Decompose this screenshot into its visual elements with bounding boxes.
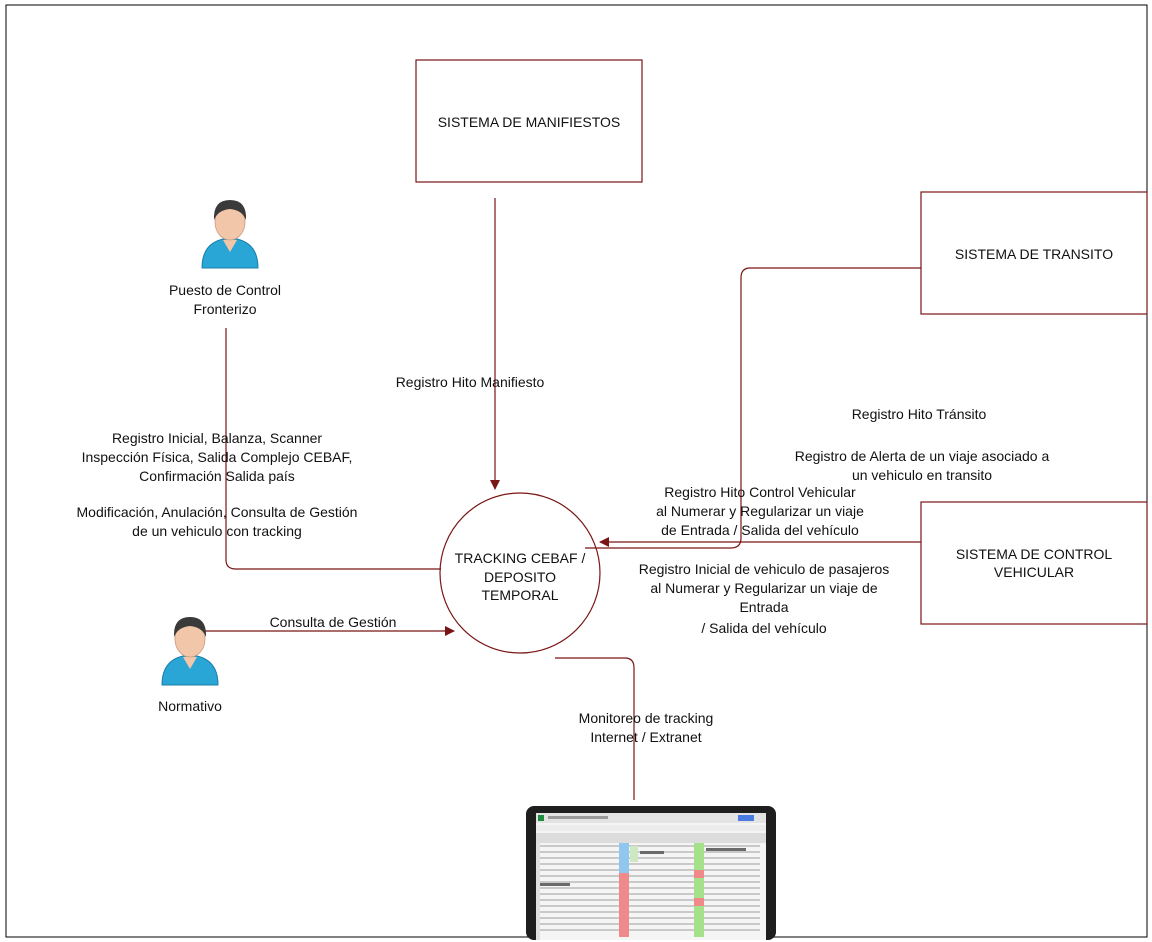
control-inicial-line-2: al Numerar y Regularizar un viaje de <box>650 580 877 596</box>
puesto-flow-line-1: Registro Inicial, Balanza, Scanner <box>112 430 322 446</box>
flow-label-control-hito: Registro Hito Control Vehicular al Numer… <box>656 484 864 538</box>
person-icon <box>161 617 219 686</box>
flow-puesto-to-tracking <box>225 328 441 570</box>
node-tracking-cebaf: TRACKING CEBAF / DEPOSITO TEMPORAL <box>439 492 601 654</box>
tracking-line-3: TEMPORAL <box>481 587 558 603</box>
normativo-label: Normativo <box>158 698 222 714</box>
tracking-line-1: TRACKING CEBAF / <box>455 550 586 566</box>
node-control-line-1: SISTEMA DE CONTROL <box>956 546 1113 562</box>
flow-transito-to-tracking <box>585 267 921 549</box>
transito-flow-line-3: un vehiculo en transito <box>852 467 992 483</box>
monitoreo-line-2: Internet / Extranet <box>590 729 701 745</box>
puesto-label-line-2: Fronterizo <box>193 301 256 317</box>
node-sistema-manifiestos: SISTEMA DE MANIFIESTOS <box>415 59 643 183</box>
node-control-line-2: VEHICULAR <box>994 564 1074 580</box>
flow-label-monitoreo: Monitoreo de tracking Internet / Extrane… <box>579 710 714 745</box>
control-inicial-line-4: / Salida del vehículo <box>701 620 827 636</box>
puesto-flow-line-2: Inspección Física, Salida Complejo CEBAF… <box>82 449 353 465</box>
control-inicial-line-1: Registro Inicial de vehiculo de pasajero… <box>639 561 890 577</box>
flow-label-transito: Registro Hito Tránsito Registro de Alert… <box>795 406 1050 483</box>
puesto-flow-line-5: de un vehiculo con tracking <box>132 523 302 539</box>
node-manifiestos-label: SISTEMA DE MANIFIESTOS <box>438 114 621 130</box>
node-sistema-transito: SISTEMA DE TRANSITO <box>920 191 1148 315</box>
flow-tracking-to-monitor <box>555 657 635 800</box>
monitoreo-line-1: Monitoreo de tracking <box>579 710 714 726</box>
transito-flow-line-2: Registro de Alerta de un viaje asociado … <box>795 448 1050 464</box>
flow-label-consulta: Consulta de Gestión <box>270 614 397 630</box>
puesto-flow-line-3: Confirmación Salida país <box>139 468 295 484</box>
flow-label-control-inicial: Registro Inicial de vehiculo de pasajero… <box>639 561 890 636</box>
control-hito-line-1: Registro Hito Control Vehicular <box>664 484 856 500</box>
flow-label-puesto: Registro Inicial, Balanza, Scanner Inspe… <box>77 430 358 539</box>
control-hito-line-3: de Entrada / Salida del vehículo <box>661 522 859 538</box>
person-icon <box>201 200 259 269</box>
puesto-flow-line-4: Modificación, Anulación, Consulta de Ges… <box>77 504 358 520</box>
node-sistema-control-vehicular: SISTEMA DE CONTROL VEHICULAR <box>920 501 1148 625</box>
tracking-line-2: DEPOSITO <box>484 569 556 585</box>
control-hito-line-2: al Numerar y Regularizar un viaje <box>656 503 864 519</box>
transito-flow-line-1: Registro Hito Tránsito <box>852 406 987 422</box>
node-transito-label: SISTEMA DE TRANSITO <box>955 246 1113 262</box>
control-inicial-line-3: Entrada <box>739 599 788 615</box>
laptop-icon <box>526 806 776 940</box>
puesto-label-line-1: Puesto de Control <box>169 282 281 298</box>
flow-label-manifiesto: Registro Hito Manifiesto <box>396 374 545 390</box>
